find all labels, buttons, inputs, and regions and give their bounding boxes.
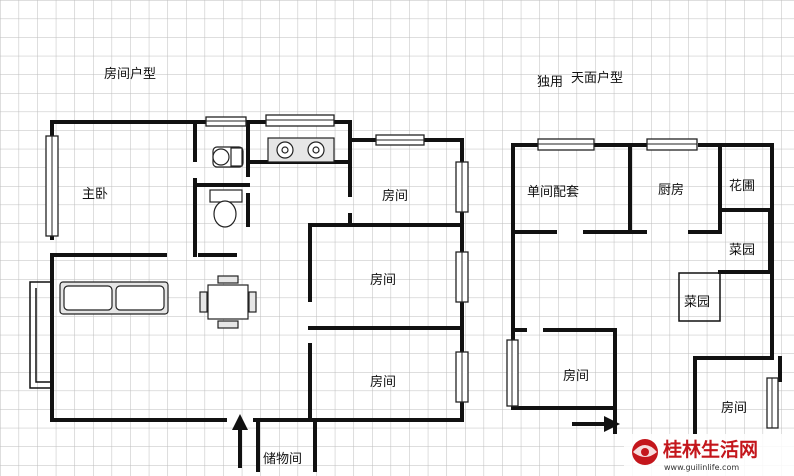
right-plan-windows [506, 138, 779, 429]
room-label-room-b: 房间 [370, 272, 396, 288]
left-plan-title: 房间户型 [104, 66, 156, 82]
vegetable-garden-box [678, 272, 721, 322]
watermark-site-name: 桂林生活网 [662, 438, 758, 461]
room-label-studio-suite: 单间配套 [527, 184, 579, 200]
room-label-room-d: 房间 [563, 368, 589, 384]
right-floor-plan: 独用 天面户型 单间配套 厨房 花圃 菜园 菜园 房间 房间 [506, 70, 782, 434]
right-plan-walls [511, 143, 782, 434]
kitchen-stove [267, 137, 335, 163]
toilet-fixture [212, 146, 244, 168]
room-label-vegetable-garden-2: 菜园 [684, 295, 710, 310]
room-label-vegetable-garden-1: 菜园 [729, 243, 755, 258]
watermark-url: www.guilinlife.com [664, 463, 739, 472]
room-label-room-e: 房间 [721, 400, 747, 416]
site-logo-icon [632, 439, 658, 465]
toilet-fixture-2 [209, 189, 243, 228]
room-label-kitchen: 厨房 [658, 182, 684, 198]
watermark: 桂林生活网 www.guilinlife.com [624, 434, 794, 476]
storage-room-walls [256, 418, 317, 472]
sofa [59, 281, 169, 315]
right-plan-title: 天面户型 [571, 70, 623, 86]
left-floor-plan: 房间户型 主卧 房间 房间 房间 储物间 [29, 66, 469, 472]
left-plan-windows [45, 114, 469, 403]
room-label-master-bedroom: 主卧 [82, 187, 108, 202]
left-balcony [29, 281, 52, 389]
room-label-room-c: 房间 [370, 374, 396, 390]
room-label-storage: 储物间 [263, 452, 302, 467]
room-label-flower-bed: 花圃 [729, 178, 755, 194]
right-plan-title-prefix: 独用 [537, 75, 563, 90]
room-label-room-a: 房间 [382, 188, 408, 204]
dining-table [199, 275, 257, 329]
